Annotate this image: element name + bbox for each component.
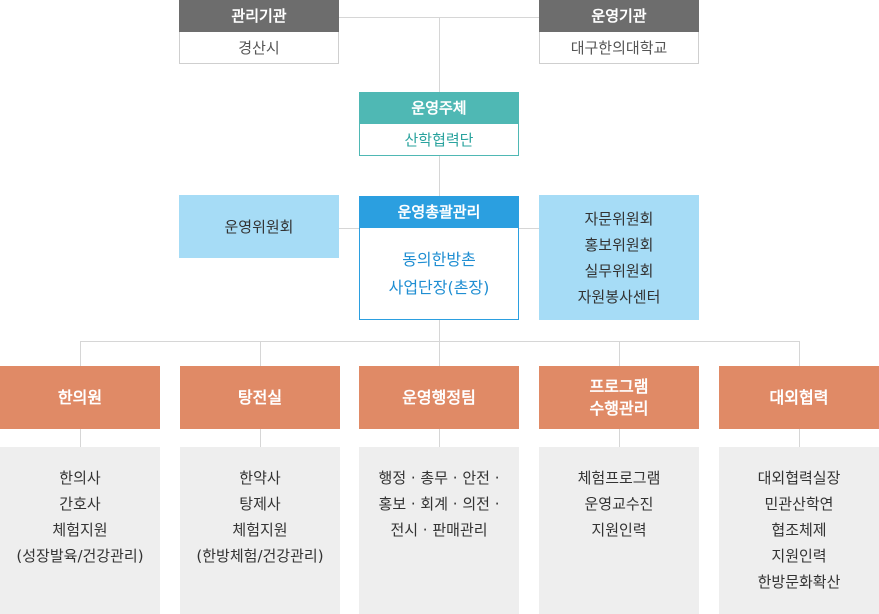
dept-decoction-room: 탕전실	[180, 366, 340, 429]
department-bus	[80, 341, 800, 342]
dept-task-connector-2	[260, 429, 261, 447]
general-head-line-1: 동의한방촌	[402, 249, 476, 269]
general-management-title: 운영총괄관리	[359, 196, 519, 228]
task-item: 한의사	[59, 469, 101, 487]
tasks-admin-team: 행정 · 총무 · 안전 · 홍보 · 회계 · 의전 · 전시 · 판매관리	[359, 447, 519, 614]
dept-oriental-clinic-label: 한의원	[57, 387, 103, 407]
tasks-program-management: 체험프로그램 운영교수진 지원인력	[539, 447, 699, 614]
top-connector-vertical	[439, 17, 440, 92]
task-item: 한방문화확산	[757, 573, 841, 591]
general-management-head: 동의한방촌 사업단장(촌장)	[359, 228, 519, 320]
dept-task-connector-4	[619, 429, 620, 447]
management-agency-name: 경산시	[179, 32, 339, 64]
task-item: 지원인력	[591, 521, 647, 539]
task-item: 운영교수진	[584, 495, 654, 513]
dept-external-cooperation-label: 대외협력	[769, 387, 829, 407]
task-item: 체험프로그램	[577, 469, 661, 487]
operating-agency-name: 대구한의대학교	[539, 32, 699, 64]
dept-oriental-clinic: 한의원	[0, 366, 160, 429]
task-item: 지원인력	[771, 547, 827, 565]
dept-drop-2	[260, 341, 261, 366]
dept-drop-4	[619, 341, 620, 366]
tasks-oriental-clinic: 한의사 간호사 체험지원 (성장발육/건강관리)	[0, 447, 160, 614]
dept-program-label-1: 프로그램	[589, 376, 649, 396]
task-item: 체험지원	[52, 521, 108, 539]
dept-admin-team: 운영행정팀	[359, 366, 519, 429]
dept-task-connector-1	[80, 429, 81, 447]
task-item: 협조체제	[771, 521, 827, 539]
task-item: 민관산학연	[764, 495, 834, 513]
support-committees: 자문위원회 홍보위원회 실무위원회 자원봉사센터	[539, 195, 699, 320]
task-item: 체험지원	[232, 521, 288, 539]
management-agency-title: 관리기관	[179, 0, 339, 32]
task-item: 한약사	[239, 469, 281, 487]
dept-drop-5	[799, 341, 800, 366]
operating-committee: 운영위원회	[179, 195, 339, 258]
operator-title: 운영주체	[359, 92, 519, 124]
task-item: 홍보 · 회계 · 의전 ·	[378, 495, 500, 513]
dept-task-connector-5	[799, 429, 800, 447]
dept-task-connector-3	[439, 429, 440, 447]
committee-working: 실무위원회	[584, 261, 654, 280]
operating-agency-title: 운영기관	[539, 0, 699, 32]
task-item: 전시 · 판매관리	[390, 521, 488, 539]
tasks-decoction-room: 한약사 탕제사 체험지원 (한방체험/건강관리)	[180, 447, 340, 614]
dept-program-management: 프로그램 수행관리	[539, 366, 699, 429]
dept-drop-1	[80, 341, 81, 366]
dept-external-cooperation: 대외협력	[719, 366, 879, 429]
general-down-connector	[439, 319, 440, 366]
task-item: 대외협력실장	[757, 469, 841, 487]
dept-admin-team-label: 운영행정팀	[402, 387, 476, 407]
general-head-line-2: 사업단장(촌장)	[388, 277, 490, 297]
task-item: (성장발육/건강관리)	[16, 547, 144, 565]
operator-connector	[439, 156, 440, 196]
tasks-external-cooperation: 대외협력실장 민관산학연 협조체제 지원인력 한방문화확산	[719, 447, 879, 614]
dept-program-label-2: 수행관리	[589, 398, 649, 418]
task-item: 탕제사	[239, 495, 281, 513]
task-item: (한방체험/건강관리)	[196, 547, 324, 565]
committee-publicity: 홍보위원회	[584, 235, 654, 254]
task-item: 행정 · 총무 · 안전 ·	[378, 469, 500, 487]
task-item: 간호사	[59, 495, 101, 513]
operator-name: 산학협력단	[359, 124, 519, 156]
committee-advisory: 자문위원회	[584, 209, 654, 228]
committee-volunteer: 자원봉사센터	[577, 287, 661, 306]
dept-decoction-room-label: 탕전실	[237, 387, 283, 407]
